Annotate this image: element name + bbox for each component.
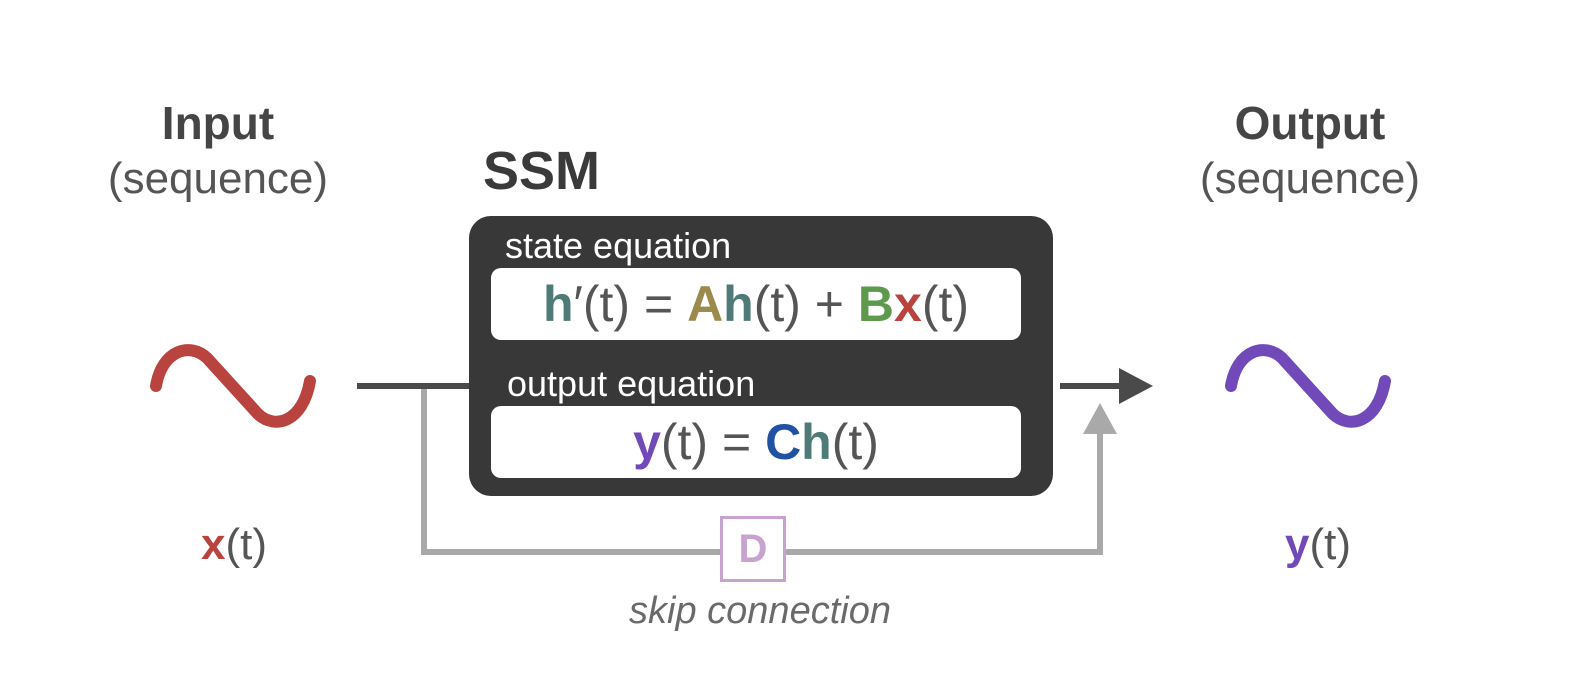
state-prime-t: ′(t) =: [573, 276, 688, 332]
output-equation-label: output equation: [507, 363, 756, 404]
d-matrix-box: D: [720, 516, 786, 582]
skip-arrowhead: [1083, 403, 1117, 434]
ssm-title: SSM: [483, 141, 601, 201]
state-A: A: [687, 276, 724, 332]
output-title: Output: [1234, 97, 1386, 149]
output-subtitle: (sequence): [1199, 154, 1421, 203]
out-y: y: [633, 414, 661, 470]
input-signal-label: x(t): [134, 520, 334, 570]
state-B: B: [857, 276, 895, 332]
state-t-plus: (t) +: [753, 276, 858, 332]
x-var: x: [200, 520, 226, 569]
input-wave: [150, 344, 316, 428]
state-t-end: (t): [921, 276, 970, 332]
out-h: h: [801, 414, 832, 470]
out-C: C: [765, 414, 802, 470]
input-title: Input: [161, 97, 275, 149]
state-x: x: [894, 276, 922, 332]
y-arg: (t): [1309, 520, 1351, 569]
state-equation-label: state equation: [505, 225, 732, 266]
out-t-eq: (t) =: [660, 414, 766, 470]
output-wave: [1225, 344, 1391, 428]
out-t-end: (t): [831, 414, 879, 470]
skip-connection-label: skip connection: [629, 590, 891, 632]
output-arrowhead: [1119, 368, 1153, 404]
output-signal-label: y(t): [1218, 520, 1418, 570]
y-var: y: [1284, 520, 1310, 569]
state-h2: h: [723, 276, 754, 332]
x-arg: (t): [225, 520, 267, 569]
input-subtitle: (sequence): [107, 154, 329, 203]
state-h: h: [542, 276, 574, 332]
